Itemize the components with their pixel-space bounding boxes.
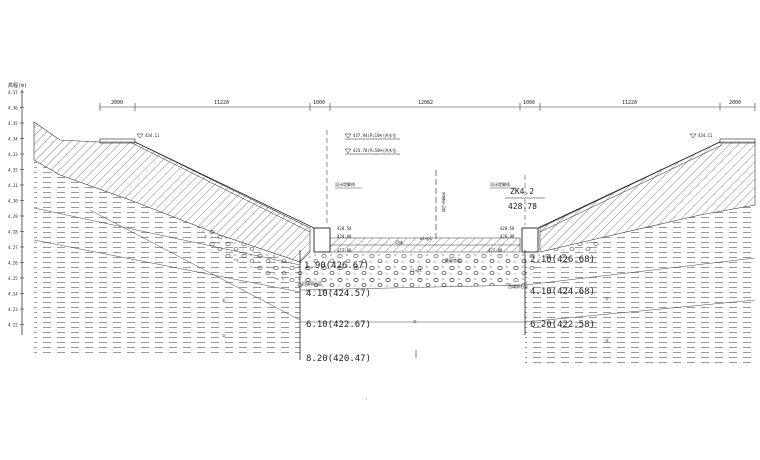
layer-label-right: 回填卵石层	[508, 283, 528, 289]
natural-ground-left	[34, 160, 300, 355]
wall-elev-right-c: 427.88	[488, 248, 503, 253]
dim-center: 12082	[418, 100, 433, 106]
axis-tick-label: 4.37	[8, 90, 18, 95]
wall-elev-left-b: 428.88	[337, 234, 352, 239]
soil-mark-2: ②	[222, 333, 226, 338]
axis-tick-label: 4.35	[8, 121, 18, 126]
station-elev: 428.78	[508, 202, 537, 211]
left-layer-3: 6.10(422.67)	[306, 320, 371, 330]
axis-tick-label: 4.24	[8, 292, 18, 297]
bed-note-2: al+pl	[420, 236, 433, 241]
right-layer-2: 4.10(424.68)	[530, 287, 595, 297]
water-levels: 437.94(P=10%)洪水位 433.78(P=50%)洪水位	[344, 132, 400, 155]
design-line-right: 设计堤脚线	[490, 181, 510, 187]
axis-ticks: 4.37 4.36 4.35 4.34 4.33 4.32 4.31 4.30 4.29 4.28…	[8, 90, 24, 328]
right-layer-3: 6.20(422.58)	[530, 320, 595, 330]
dimension-line: 2000 11220 1000 12082 1000 11220 2000	[99, 100, 756, 111]
axis-tick-label: 4.30	[8, 199, 18, 204]
axis-tick-label: 4.31	[8, 183, 18, 188]
dim-right-outer: 2000	[729, 100, 741, 106]
top-elev-left: 434.11	[145, 133, 160, 138]
right-layer-1: 2.10(426.68)	[530, 255, 595, 265]
footer-mark: :	[365, 396, 367, 401]
retaining-wall-left	[313, 227, 331, 253]
soil-mark-3: ②	[413, 319, 417, 324]
axis-tick-label: 4.23	[8, 307, 18, 312]
left-layer-2: 4.10(424.57)	[306, 289, 371, 299]
axis-tick-label: 4.27	[8, 245, 18, 250]
dim-left-outer: 2000	[111, 100, 123, 106]
embankment-right	[539, 141, 756, 253]
pebble-fill-core	[300, 258, 540, 292]
water-level-upper: 437.94(P=10%)洪水位	[353, 132, 396, 138]
dim-right-slope: 11220	[622, 100, 637, 106]
dim-left-wall: 1000	[313, 100, 325, 106]
axis-tick-label: 4.32	[8, 168, 18, 173]
axis-tick-label: 4.28	[8, 230, 18, 235]
soil-mark-5: ③	[605, 338, 609, 343]
centerline-label: 河道中心线	[442, 191, 447, 212]
bed-note-1: cl+pl	[410, 268, 423, 273]
axis-tick-label: 4.22	[8, 323, 18, 328]
station-code: ZK4.2	[510, 187, 534, 196]
axis-tick-label: 4.29	[8, 214, 18, 219]
wall-elev-right-b: 428.88	[500, 234, 515, 239]
wall-elev-left-a: 428.58	[337, 226, 352, 231]
elevation-axis: 高程(m) 4.374.364.354.344.334.324.314.304.…	[8, 82, 27, 335]
axis-tick-label: 4.36	[8, 106, 18, 111]
bed-base-label: 基础垫层	[445, 257, 461, 263]
soil-mark-4: ②	[605, 296, 609, 301]
water-level-lower: 433.78(P=50%)洪水位	[353, 147, 396, 153]
axis-tick-label: 4.33	[8, 152, 18, 157]
axis-title: 高程(m)	[8, 82, 27, 89]
wall-elev-left-c: 427.88	[337, 248, 352, 253]
retaining-wall-right	[521, 227, 539, 253]
wall-elev-right-a: 428.58	[500, 226, 515, 231]
left-layer-4: 8.20(420.47)	[306, 354, 371, 364]
embankment-left	[33, 121, 311, 263]
axis-tick-label: 4.25	[8, 276, 18, 281]
soil-mark-1: ①	[222, 298, 226, 303]
design-line-left: 设计堤脚线	[335, 181, 355, 187]
axis-tick-label: 4.34	[8, 137, 18, 142]
dim-right-wall: 1000	[523, 100, 535, 106]
left-layer-1: 1.90(426.67)	[304, 261, 369, 271]
dim-left-slope: 11220	[214, 100, 229, 106]
bed-center-label: 河床	[395, 239, 403, 245]
top-elev-right: 434.11	[698, 133, 713, 138]
layer-label-left: 回填卵石层	[302, 280, 322, 286]
axis-tick-label: 4.26	[8, 261, 18, 266]
